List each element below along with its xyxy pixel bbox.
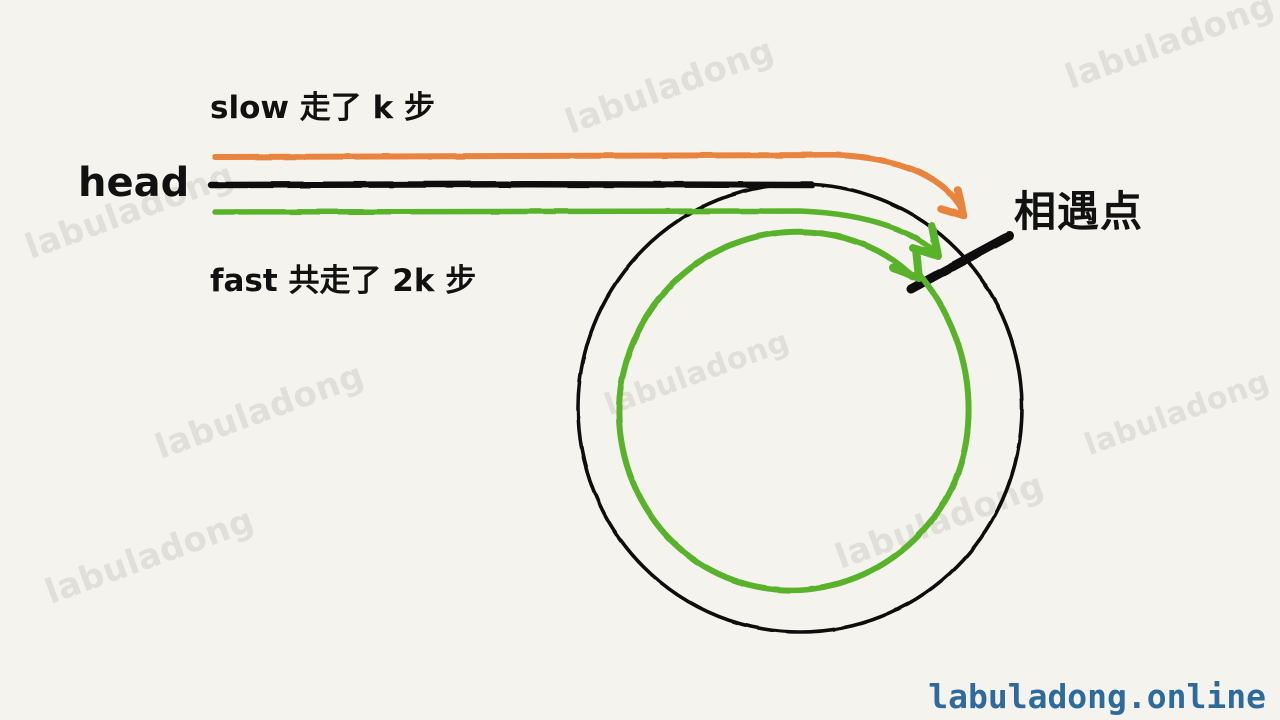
fast-path-loop: [616, 228, 972, 594]
fast-pointer-path: [212, 208, 972, 594]
fast-arrowhead-inner: [889, 245, 923, 282]
site-url-footer: labuladong.online: [928, 677, 1266, 716]
slow-path-line: [212, 152, 966, 214]
list-straight-line: [207, 180, 816, 189]
label-slow-steps: slow 走了 k 步: [210, 90, 436, 126]
label-head: head: [78, 160, 190, 206]
slow-pointer-path: [212, 152, 968, 220]
slow-arrowhead: [937, 186, 968, 220]
fast-path-straight: [212, 208, 939, 257]
label-fast-steps: fast 共走了 2k 步: [210, 263, 477, 299]
label-meeting-point: 相遇点: [1014, 187, 1144, 236]
fast-arrowhead-outer: [909, 222, 942, 260]
cycle-circle: [576, 182, 1024, 634]
